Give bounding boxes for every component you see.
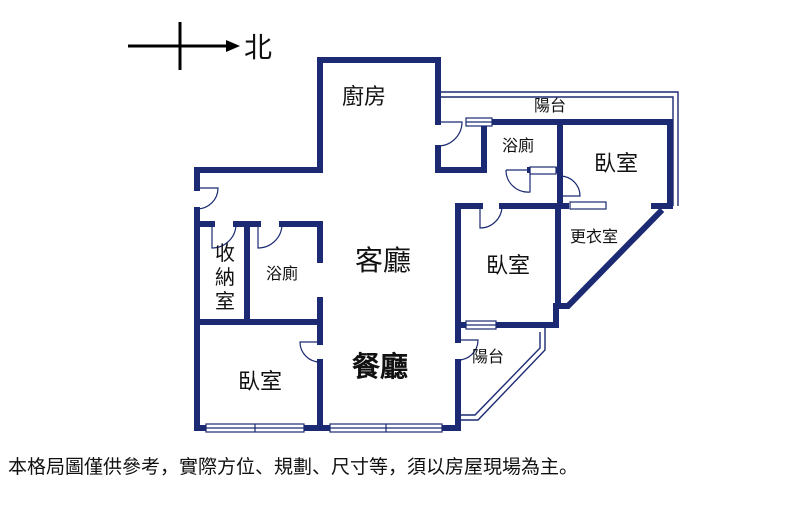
room-label-balcony-top: 陽台 [534,96,566,115]
room-label-storage-1: 收 [215,241,235,265]
windows [205,117,607,433]
room-label-storage-2: 納 [215,265,235,289]
room-label-bedroom-mid: 臥室 [486,254,530,279]
north-arrow-icon [128,22,240,70]
room-label-balcony-small: 陽台 [472,347,504,366]
room-label-dining: 餐廳 [352,350,408,383]
room-label-kitchen: 廚房 [342,85,386,110]
room-label-bath-left: 浴廁 [266,264,298,283]
disclaimer-text: 本格局圖僅供參考，實際方位、規劃、尺寸等，須以房屋現場為主。 [8,456,579,478]
room-label-closet: 更衣室 [570,227,618,246]
room-label-bedroom-sw: 臥室 [238,370,282,395]
room-label-bedroom-ne: 臥室 [594,152,638,177]
room-label-storage-3: 室 [215,289,235,313]
room-label-bath-top: 浴廁 [502,136,534,155]
compass-label: 北 [244,31,272,64]
room-label-living: 客廳 [355,244,411,277]
doors [196,121,581,363]
